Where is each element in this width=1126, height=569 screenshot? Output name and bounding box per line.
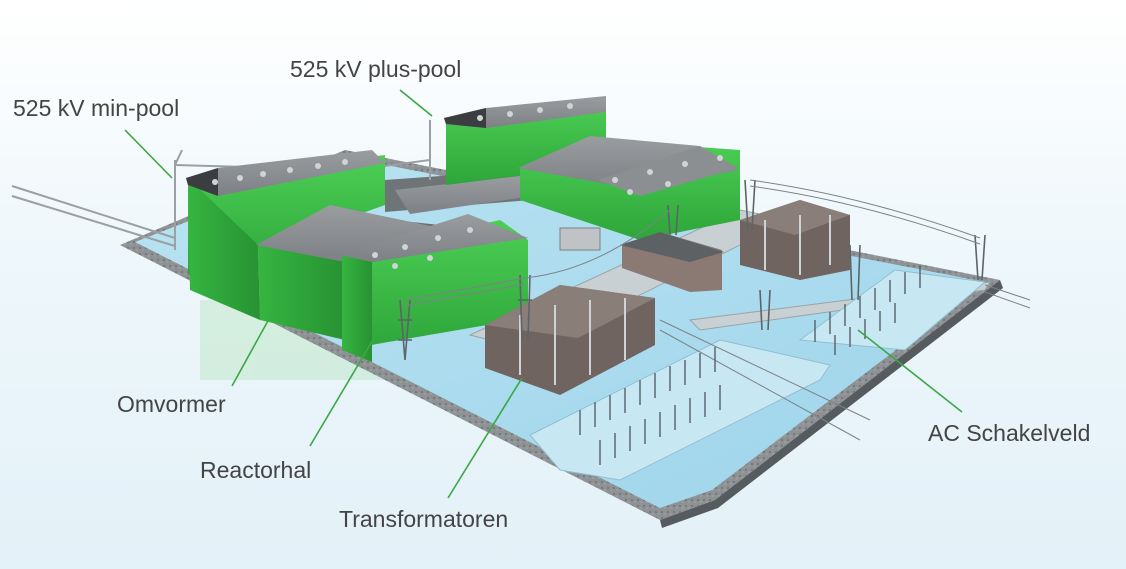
label-plus-pool: 525 kV plus-pool — [290, 56, 461, 82]
label-ac-schakelveld: AC Schakelveld — [928, 420, 1090, 446]
valve-block — [560, 228, 600, 250]
label-reactorhal: Reactorhal — [200, 457, 311, 483]
label-min-pool: 525 kV min-pool — [13, 95, 179, 121]
label-omvormer: Omvormer — [117, 391, 226, 417]
label-transformatoren: Transformatoren — [339, 506, 508, 532]
